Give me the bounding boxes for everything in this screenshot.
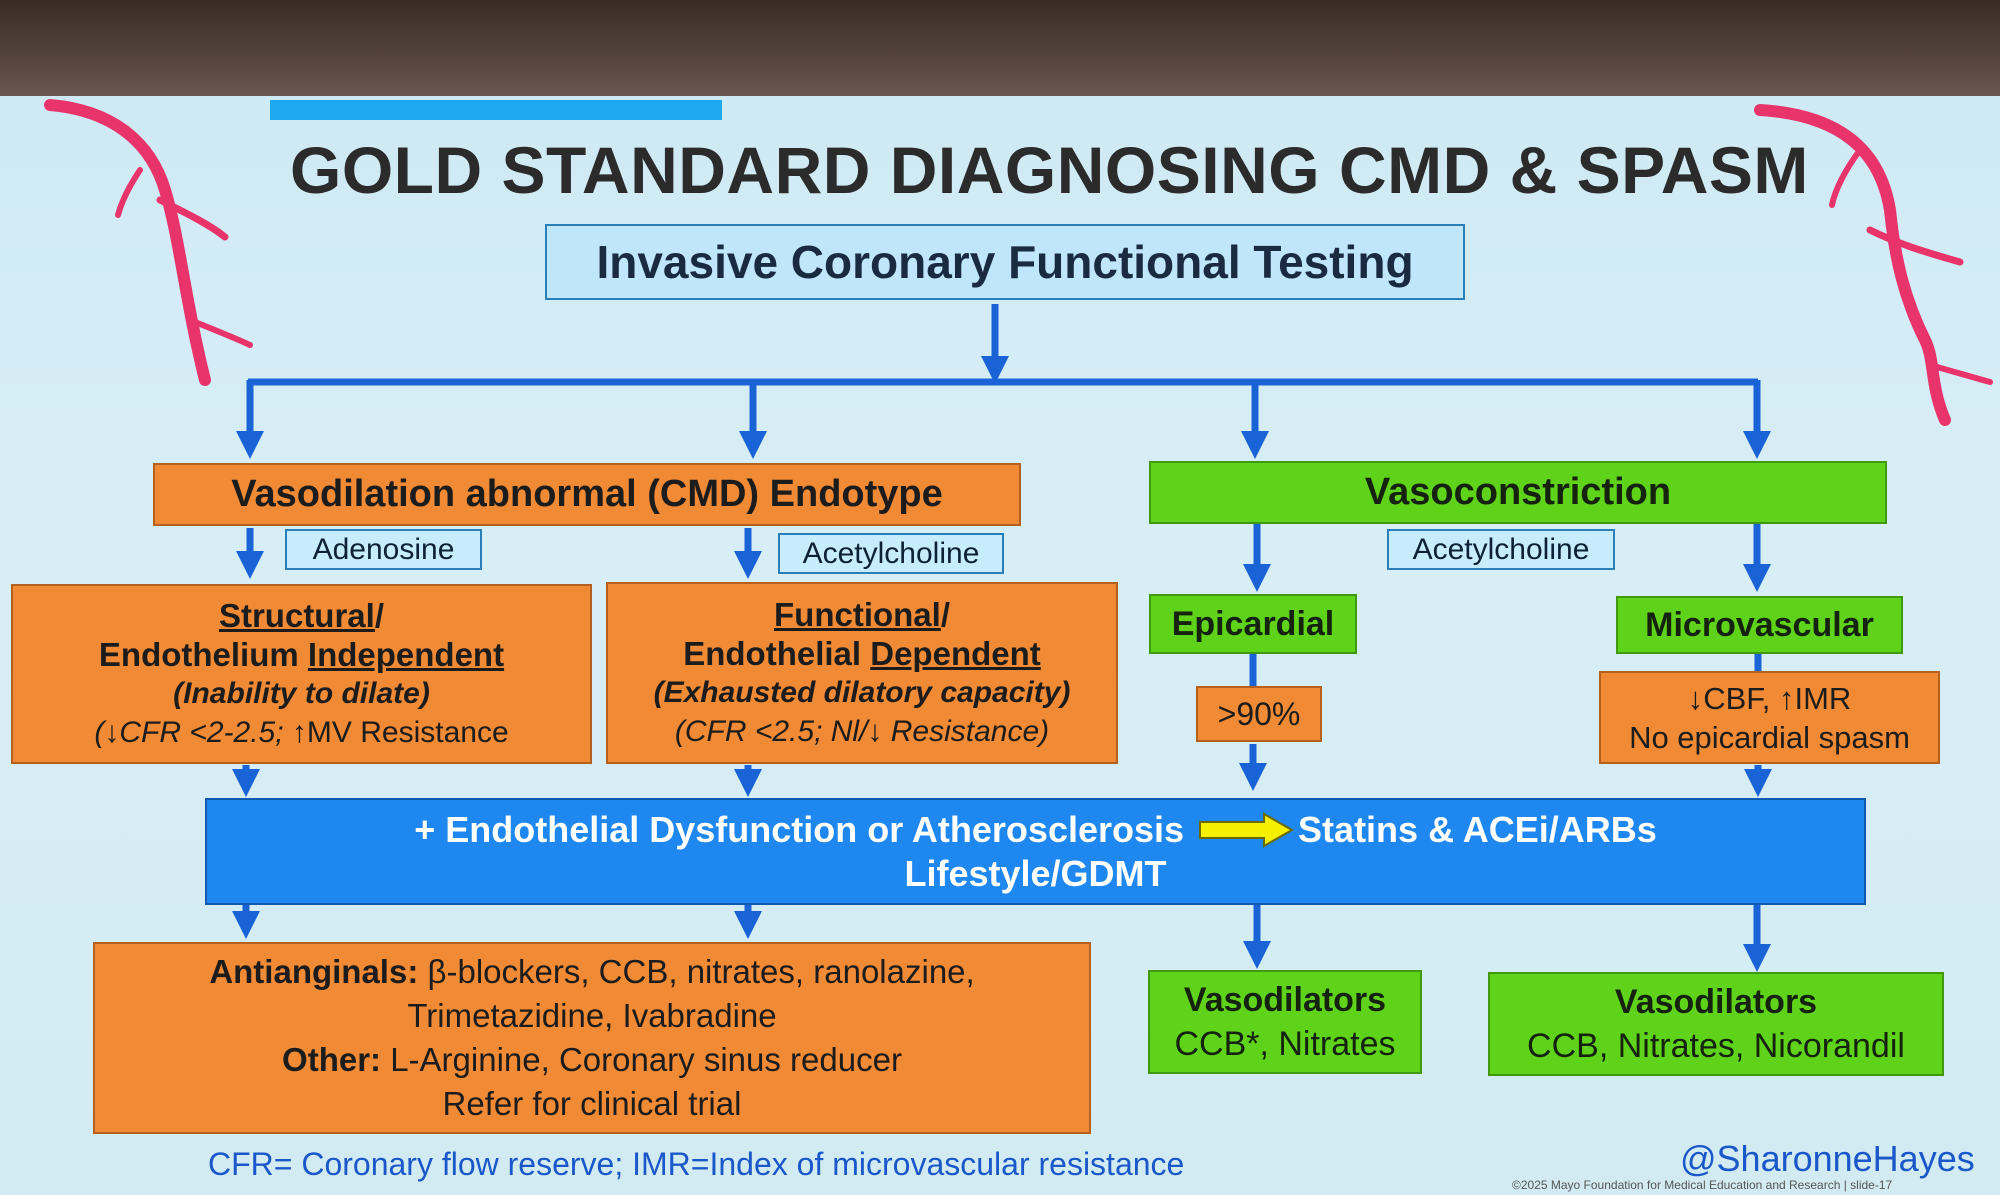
footnote: CFR= Coronary flow reserve; IMR=Index of…: [208, 1146, 1185, 1182]
invasive-testing-label: Invasive Coronary Functional Testing: [596, 236, 1414, 288]
structural-criteria-cfr: (↓CFR <2-2.5;: [94, 716, 284, 749]
antianginals-heading: Antianginals:: [209, 953, 419, 990]
other-list: L-Arginine, Coronary sinus reducer: [381, 1041, 902, 1078]
epicardial-threshold-label: >90%: [1217, 695, 1301, 732]
vasodilators-microvascular-title: Vasodilators: [1614, 983, 1818, 1021]
adenosine-tag-label: Adenosine: [312, 532, 455, 566]
microvascular-box: Microvascular: [1616, 596, 1903, 654]
microvascular-label: Microvascular: [1645, 605, 1874, 644]
vasodilators-microvascular-box: Vasodilators CCB, Nitrates, Nicorandil: [1488, 972, 1944, 1076]
vasoconstriction-header-label: Vasoconstriction: [1364, 471, 1672, 513]
acetylcholine-tag-right: Acetylcholine: [1387, 529, 1615, 570]
vasodilators-epicardial-box: Vasodilators CCB*, Nitrates: [1148, 970, 1422, 1074]
structural-subtitle-underlined: Independent: [307, 636, 505, 673]
vessel-left-icon: [44, 99, 253, 386]
epicardial-threshold-box: >90%: [1196, 686, 1322, 742]
vasodilation-header-label: Vasodilation abnormal (CMD) Endotype: [231, 473, 943, 515]
structural-title: Structural: [218, 597, 375, 634]
copyright-notice: ©2025 Mayo Foundation for Medical Educat…: [1512, 1178, 1893, 1192]
invasive-testing-box: Invasive Coronary Functional Testing: [545, 224, 1465, 300]
structural-title-slash: /: [374, 597, 385, 634]
slide-title: GOLD STANDARD DIAGNOSING CMD & SPASM: [290, 133, 1809, 207]
acetylcholine-tag-left: Acetylcholine: [778, 533, 1004, 574]
structural-subtitle: Endothelium: [98, 636, 308, 673]
endothelial-bar-left-text: + Endothelial Dysfunction or Atheroscler…: [414, 808, 1185, 850]
acetylcholine-tag-right-label: Acetylcholine: [1412, 532, 1590, 566]
vasodilation-header: Vasodilation abnormal (CMD) Endotype: [153, 463, 1021, 526]
other-heading: Other:: [282, 1041, 382, 1078]
functional-title: Functional: [774, 596, 941, 633]
antianginal-box: Antianginals: β-blockers, CCB, nitrates,…: [93, 942, 1091, 1134]
microvascular-finding-1: ↓CBF, ↑IMR: [1687, 680, 1852, 716]
vasodilators-epicardial-title: Vasodilators: [1183, 981, 1387, 1019]
functional-description: (Exhausted dilatory capacity): [653, 676, 1071, 709]
refer-trial-text: Refer for clinical trial: [442, 1085, 742, 1122]
microvascular-findings-box: ↓CBF, ↑IMR No epicardial spasm: [1599, 671, 1940, 764]
functional-subtitle-underlined: Dependent: [870, 635, 1041, 672]
vessel-right-icon: [1754, 104, 1993, 426]
microvascular-finding-2: No epicardial spasm: [1629, 719, 1910, 755]
vasoconstriction-header: Vasoconstriction: [1149, 461, 1887, 524]
functional-title-slash: /: [940, 596, 950, 633]
epicardial-box: Epicardial: [1149, 594, 1357, 654]
endothelial-bar: + Endothelial Dysfunction or Atheroscler…: [205, 798, 1866, 905]
structural-description: (Inability to dilate): [173, 677, 430, 710]
acetylcholine-tag-left-label: Acetylcholine: [802, 536, 980, 570]
accent-bar: [270, 100, 722, 120]
endothelial-bar-right-text: Statins & ACEi/ARBs: [1298, 808, 1657, 850]
yellow-arrow-icon: [1199, 811, 1295, 848]
functional-subtitle: Endothelial: [683, 635, 871, 672]
epicardial-label: Epicardial: [1171, 604, 1335, 643]
functional-criteria: (CFR <2.5; Nl/↓ Resistance): [674, 715, 1050, 748]
antianginals-list-2: Trimetazidine, Ivabradine: [407, 997, 777, 1034]
functional-box: Functional/ Endothelial Dependent (Exhau…: [606, 582, 1118, 764]
author-handle: @SharonneHayes: [1680, 1138, 1975, 1179]
endothelial-bar-line2: Lifestyle/GDMT: [904, 852, 1167, 894]
adenosine-tag: Adenosine: [285, 529, 482, 570]
vasodilators-microvascular-body: CCB, Nitrates, Nicorandil: [1527, 1027, 1905, 1065]
room-background: [0, 0, 2000, 100]
vasodilators-epicardial-body: CCB*, Nitrates: [1174, 1025, 1396, 1063]
structural-criteria-mv: ↑MV Resistance: [283, 716, 509, 749]
antianginals-list: β-blockers, CCB, nitrates, ranolazine,: [418, 953, 975, 990]
structural-box: Structural/ Endothelium Independent (Ina…: [11, 584, 592, 764]
